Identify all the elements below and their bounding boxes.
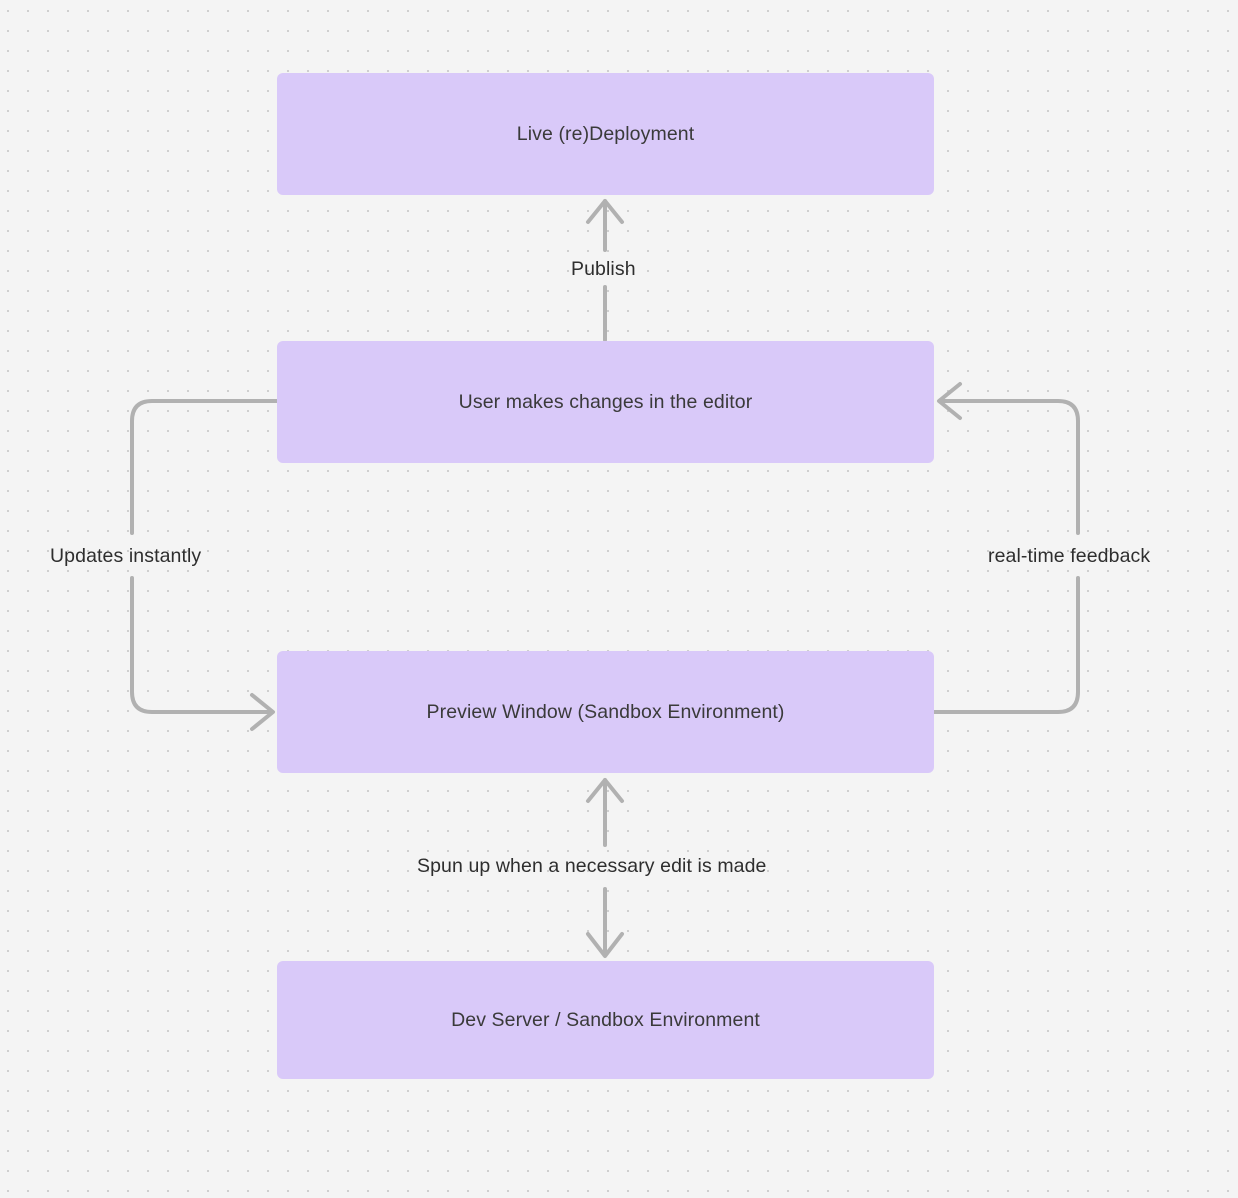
node-preview-window-label: Preview Window (Sandbox Environment) <box>426 700 785 723</box>
node-live-deployment[interactable]: Live (re)Deployment <box>277 73 934 195</box>
node-user-edits-label: User makes changes in the editor <box>458 390 753 413</box>
node-live-deployment-label: Live (re)Deployment <box>516 122 695 145</box>
arrowhead-updates-right-icon <box>250 693 275 731</box>
edge-updates-lower-segment <box>130 576 273 714</box>
arrowhead-spunup-up-icon <box>586 778 624 803</box>
edge-updates-upper-segment <box>130 399 279 535</box>
edge-label-spun-up: Spun up when a necessary edit is made <box>417 855 767 877</box>
edge-feedback-lower-segment <box>932 576 1080 714</box>
node-user-edits[interactable]: User makes changes in the editor <box>277 341 934 463</box>
edge-label-publish: Publish <box>571 258 636 280</box>
node-preview-window[interactable]: Preview Window (Sandbox Environment) <box>277 651 934 773</box>
edge-label-updates-instantly: Updates instantly <box>50 545 202 567</box>
arrowhead-publish-up-icon <box>586 199 624 224</box>
edge-feedback-upper-segment <box>939 399 1080 535</box>
node-dev-server-label: Dev Server / Sandbox Environment <box>451 1008 760 1031</box>
node-dev-server[interactable]: Dev Server / Sandbox Environment <box>277 961 934 1079</box>
edge-label-real-time-feedback: real-time feedback <box>988 545 1151 567</box>
arrowhead-feedback-left-icon <box>937 382 962 420</box>
arrowhead-spunup-down-icon <box>586 932 624 958</box>
